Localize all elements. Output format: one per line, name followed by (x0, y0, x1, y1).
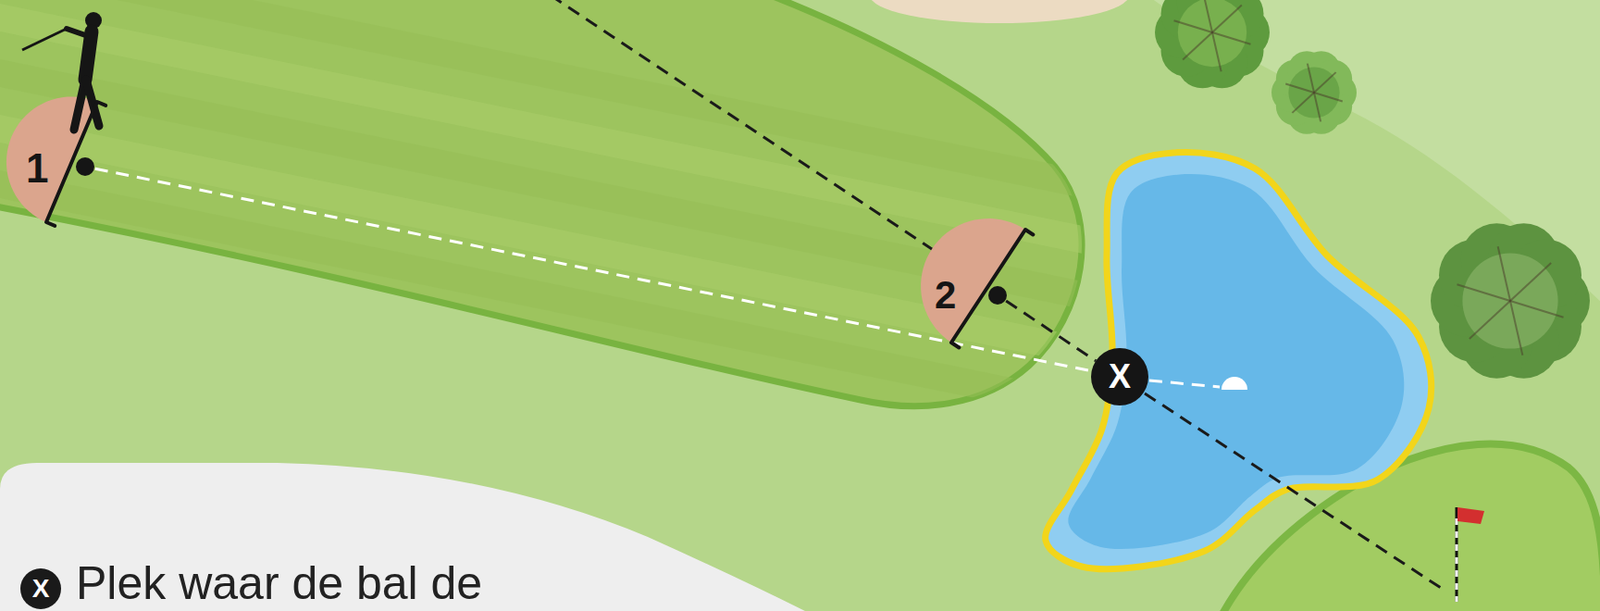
stripe (0, 333, 1111, 593)
stripe (0, 166, 1111, 426)
ball-in-water (1221, 376, 1248, 390)
drop-zone: 2 (911, 208, 1037, 357)
stripe (0, 55, 1111, 315)
zone-shape (3, 9, 120, 236)
tree (1271, 50, 1357, 135)
aim-line (550, 0, 935, 251)
marker-icon: X (20, 568, 62, 609)
shot-line (95, 168, 1092, 372)
trees (1154, 0, 1590, 379)
flag-pole (1455, 507, 1459, 602)
flag-pole (1455, 518, 1459, 602)
shot-line (1005, 300, 1096, 361)
marker-letter: X (1091, 347, 1149, 406)
panel (0, 462, 815, 611)
bunker (869, 0, 1129, 24)
zone-number: 1 (25, 148, 49, 189)
flag (1457, 507, 1485, 524)
aim-line (1144, 393, 1444, 590)
stripe (0, 388, 1111, 611)
tee-zone: 1 (3, 9, 120, 236)
legend-text: Plek waar de bal de (75, 558, 483, 608)
tree (1154, 0, 1270, 88)
water-hazard (1045, 151, 1432, 569)
stripe (0, 111, 1111, 371)
zone-number: 2 (934, 275, 956, 315)
water-deep (1067, 173, 1404, 549)
water (1045, 151, 1432, 569)
marker-letter: X (20, 568, 62, 609)
tree (1430, 223, 1590, 378)
zone-shape (911, 208, 1037, 357)
fairway-stripes (0, 0, 1111, 611)
ball-flight-line (1149, 380, 1220, 387)
entry-marker: X (1091, 347, 1149, 406)
